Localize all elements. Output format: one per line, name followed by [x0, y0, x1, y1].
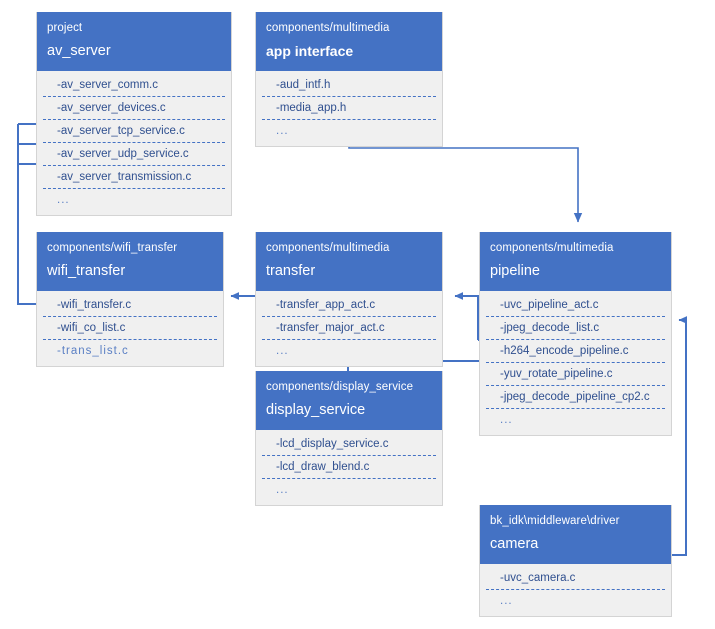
- node-header: components/display_service display_servi…: [256, 371, 442, 430]
- node-wifi-transfer[interactable]: components/wifi_transfer wifi_transfer -…: [36, 232, 224, 367]
- member-item[interactable]: -av_server_udp_service.c: [43, 143, 225, 166]
- node-title: display_service: [266, 402, 366, 418]
- node-member-list: -uvc_pipeline_act.c -jpeg_decode_list.c …: [480, 291, 671, 435]
- member-item[interactable]: -aud_intf.h: [262, 74, 436, 97]
- member-item-more[interactable]: ...: [276, 125, 289, 137]
- member-item[interactable]: -lcd_draw_blend.c: [262, 456, 436, 479]
- node-package: components/display_service: [266, 381, 414, 393]
- node-camera[interactable]: bk_idk\middleware\driver camera -uvc_cam…: [479, 505, 672, 617]
- node-app-interface[interactable]: components/multimedia app interface -aud…: [255, 12, 443, 147]
- node-package: components/multimedia: [266, 22, 390, 34]
- node-header: components/wifi_transfer wifi_transfer: [37, 232, 223, 291]
- member-item[interactable]: -jpeg_decode_list.c: [486, 317, 665, 340]
- node-member-list: -aud_intf.h -media_app.h ...: [256, 71, 442, 146]
- member-item[interactable]: -uvc_pipeline_act.c: [486, 294, 665, 317]
- node-display-service[interactable]: components/display_service display_servi…: [255, 371, 443, 506]
- node-header: components/multimedia pipeline: [480, 232, 671, 291]
- node-package: components/wifi_transfer: [47, 242, 178, 254]
- node-header: bk_idk\middleware\driver camera: [480, 505, 671, 564]
- node-title: transfer: [266, 263, 316, 279]
- node-pipeline[interactable]: components/multimedia pipeline -uvc_pipe…: [479, 232, 672, 436]
- member-item[interactable]: -trans_list.c: [57, 345, 129, 357]
- member-item-more[interactable]: ...: [57, 194, 70, 206]
- node-title: app interface: [266, 43, 354, 59]
- node-av-server[interactable]: project av_server -av_server_comm.c -av_…: [36, 12, 232, 216]
- node-header: components/multimedia app interface: [256, 12, 442, 71]
- node-member-list: -av_server_comm.c -av_server_devices.c -…: [37, 71, 231, 215]
- node-member-list: -transfer_app_act.c -transfer_major_act.…: [256, 291, 442, 366]
- member-item[interactable]: -wifi_transfer.c: [43, 294, 217, 317]
- member-item-more[interactable]: ...: [500, 595, 513, 607]
- member-item[interactable]: -uvc_camera.c: [486, 567, 665, 590]
- member-item[interactable]: -yuv_rotate_pipeline.c: [486, 363, 665, 386]
- node-header: project av_server: [37, 12, 231, 71]
- member-item[interactable]: -av_server_devices.c: [43, 97, 225, 120]
- node-package: bk_idk\middleware\driver: [490, 515, 620, 527]
- member-item-more[interactable]: ...: [276, 484, 289, 496]
- connector-camera-to-pipeline: [672, 316, 687, 556]
- member-item[interactable]: -wifi_co_list.c: [43, 317, 217, 340]
- member-item[interactable]: -av_server_tcp_service.c: [43, 120, 225, 143]
- member-item[interactable]: -transfer_app_act.c: [262, 294, 436, 317]
- member-item[interactable]: -media_app.h: [262, 97, 436, 120]
- member-item[interactable]: -av_server_comm.c: [43, 74, 225, 97]
- member-item-more[interactable]: ...: [500, 414, 513, 426]
- member-item[interactable]: -av_server_transmission.c: [43, 166, 225, 189]
- node-member-list: -uvc_camera.c ...: [480, 564, 671, 616]
- member-item[interactable]: -lcd_display_service.c: [262, 433, 436, 456]
- node-transfer[interactable]: components/multimedia transfer -transfer…: [255, 232, 443, 367]
- node-title: av_server: [47, 43, 111, 59]
- node-member-list: -lcd_display_service.c -lcd_draw_blend.c…: [256, 430, 442, 505]
- node-title: pipeline: [490, 263, 540, 279]
- member-item[interactable]: -jpeg_decode_pipeline_cp2.c: [486, 386, 665, 409]
- member-item[interactable]: -h264_encode_pipeline.c: [486, 340, 665, 363]
- node-title: wifi_transfer: [47, 263, 126, 279]
- node-title: camera: [490, 536, 539, 552]
- node-package: components/multimedia: [490, 242, 614, 254]
- node-package: project: [47, 22, 83, 34]
- node-header: components/multimedia transfer: [256, 232, 442, 291]
- node-member-list: -wifi_transfer.c -wifi_co_list.c -trans_…: [37, 291, 223, 366]
- node-package: components/multimedia: [266, 242, 390, 254]
- member-item[interactable]: -transfer_major_act.c: [262, 317, 436, 340]
- member-item-more[interactable]: ...: [276, 345, 289, 357]
